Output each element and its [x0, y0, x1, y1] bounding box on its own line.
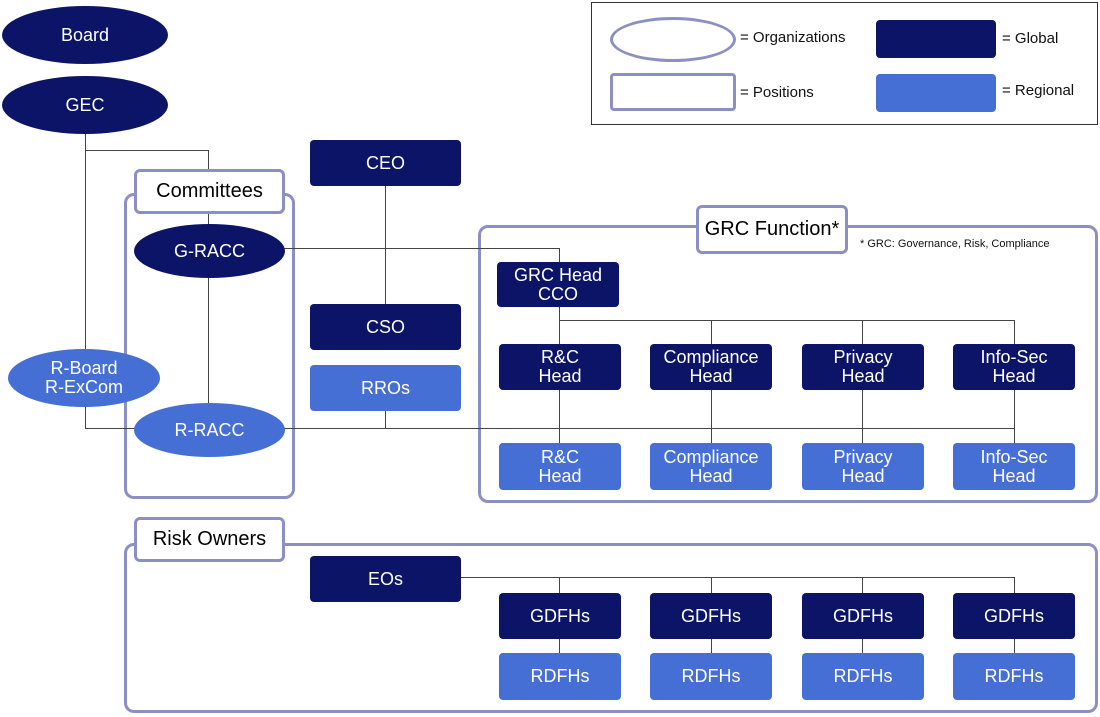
- legend-regional-swatch: [876, 74, 996, 112]
- legend-global-swatch: [876, 20, 996, 58]
- rdfhs-node-3: RDFHs: [802, 653, 924, 700]
- connector-grchead-top: [559, 248, 560, 262]
- cso-node: CSO: [310, 304, 461, 350]
- legend-organizations-text: = Organizations: [740, 29, 846, 46]
- rdfhs-node-4: RDFHs: [953, 653, 1075, 700]
- grc-head-regional-infosec: Info-Sec Head: [953, 443, 1075, 490]
- connector-ceo-cso: [385, 186, 386, 304]
- legend-position-swatch: [610, 73, 736, 111]
- rdfhs-node-1: RDFHs: [499, 653, 621, 700]
- legend-organization-swatch: [610, 17, 736, 62]
- committees-label: Committees: [134, 169, 285, 214]
- risk-owners-group-frame: [124, 543, 1098, 713]
- grc-head-regional-compliance: Compliance Head: [650, 443, 772, 490]
- connector-gec-committees: [85, 150, 209, 151]
- grc-head-node: GRC Head CCO: [497, 262, 619, 307]
- gec-node: GEC: [2, 76, 168, 134]
- grc-footnote: * GRC: Governance, Risk, Compliance: [860, 238, 1050, 250]
- gdfhs-node-1: GDFHs: [499, 593, 621, 639]
- legend-regional-text: = Regional: [1002, 82, 1075, 99]
- g-racc-node: G-RACC: [134, 224, 285, 278]
- connector-rros-down: [385, 411, 386, 428]
- legend-positions-text: = Positions: [740, 84, 814, 101]
- grc-head-global-compliance: Compliance Head: [650, 344, 772, 390]
- connector-gec-down: [85, 134, 86, 428]
- gdfhs-node-4: GDFHs: [953, 593, 1075, 639]
- connector-grc-bus: [559, 320, 1015, 321]
- grc-head-global-rc: R&C Head: [499, 344, 621, 390]
- connector-grchead-down: [559, 307, 560, 320]
- connector-committees-gracc: [208, 214, 209, 230]
- r-racc-node: R-RACC: [134, 403, 285, 457]
- legend: = Organizations = Positions = Global = R…: [591, 2, 1098, 125]
- r-board-node: R-Board R-ExCom: [8, 349, 160, 407]
- connector-to-committees: [208, 150, 209, 169]
- grc-head-regional-privacy: Privacy Head: [802, 443, 924, 490]
- eos-node: EOs: [310, 556, 461, 602]
- connector-gracc-rracc: [208, 276, 209, 407]
- rdfhs-node-2: RDFHs: [650, 653, 772, 700]
- legend-global-text: = Global: [1002, 30, 1059, 47]
- grc-head-global-infosec: Info-Sec Head: [953, 344, 1075, 390]
- rros-node: RROs: [310, 365, 461, 411]
- grc-head-global-privacy: Privacy Head: [802, 344, 924, 390]
- risk-owners-label: Risk Owners: [134, 517, 285, 562]
- grc-head-regional-rc: R&C Head: [499, 443, 621, 490]
- gdfhs-node-3: GDFHs: [802, 593, 924, 639]
- connector-gracc-grchead: [284, 248, 560, 249]
- board-node: Board: [2, 6, 168, 64]
- gdfhs-node-2: GDFHs: [650, 593, 772, 639]
- grc-function-label: GRC Function*: [696, 205, 848, 254]
- connector-eos-bus: [460, 577, 1015, 578]
- ceo-node: CEO: [310, 140, 461, 186]
- connector-regional-bus: [85, 428, 1015, 429]
